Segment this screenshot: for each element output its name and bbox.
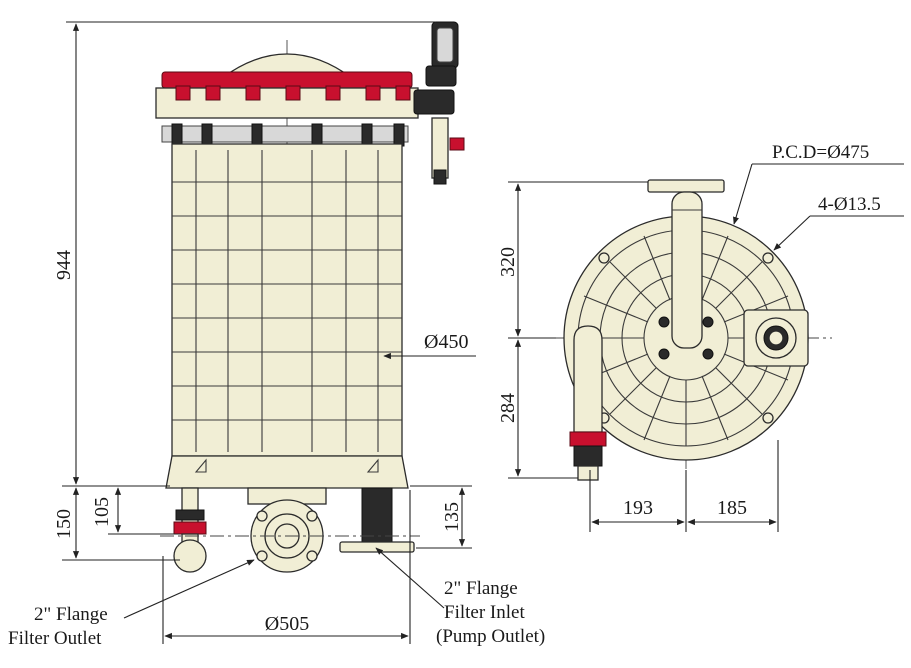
top-outlet-pipe [569, 325, 607, 481]
inlet-callout-line2: Filter Inlet [444, 602, 525, 623]
dim-base-diameter: Ø505 [265, 613, 309, 635]
side-port-flange [743, 309, 809, 367]
dim-left: 193 [623, 497, 653, 519]
outlet-leader [123, 559, 255, 619]
dim-overall-height: 944 [53, 250, 75, 280]
pressure-gauge-assembly [413, 21, 465, 185]
inlet-callout-line3: (Pump Outlet) [436, 626, 545, 647]
dim-outlet-offset: 105 [91, 497, 113, 527]
top-inlet-pipe [647, 179, 725, 349]
housing-base-skirt [165, 455, 409, 489]
outlet-callout-line1: 2" Flange [34, 604, 108, 625]
filter-housing [171, 143, 403, 457]
dim-body-diameter: Ø450 [424, 331, 468, 353]
steel-clamp-ring [161, 125, 409, 143]
top-view: 320 284 193 185 P.C.D=Ø475 4-Ø13.5 [497, 142, 904, 532]
inlet-leader [375, 547, 445, 609]
filter-inlet-pipe [339, 487, 415, 553]
dim-upper: 320 [497, 247, 519, 277]
centre-drain-flange [247, 487, 327, 573]
dim-right: 185 [717, 497, 747, 519]
pcd-leader [733, 163, 753, 225]
filter-outlet-pipe [173, 487, 207, 573]
ring-bolts [171, 123, 405, 147]
dim-lower: 284 [497, 393, 519, 423]
skirt-markers [194, 458, 379, 473]
holes-leader [773, 215, 811, 251]
hub-bolts [658, 316, 714, 360]
inlet-callout-line1: 2" Flange [444, 578, 518, 599]
housing-ribs [172, 150, 402, 452]
front-view: 944 150 105 135 Ø450 Ø505 2" Flange Filt… [8, 21, 545, 649]
dim-inlet-height: 135 [441, 502, 463, 532]
mounting-holes [598, 252, 774, 424]
holes-callout: 4-Ø13.5 [818, 194, 881, 215]
pcd-callout: P.C.D=Ø475 [772, 142, 869, 163]
dim-outlet-height: 150 [53, 509, 75, 539]
outlet-callout-line2: Filter Outlet [8, 628, 102, 649]
lid-clamp-bolts [175, 85, 411, 101]
